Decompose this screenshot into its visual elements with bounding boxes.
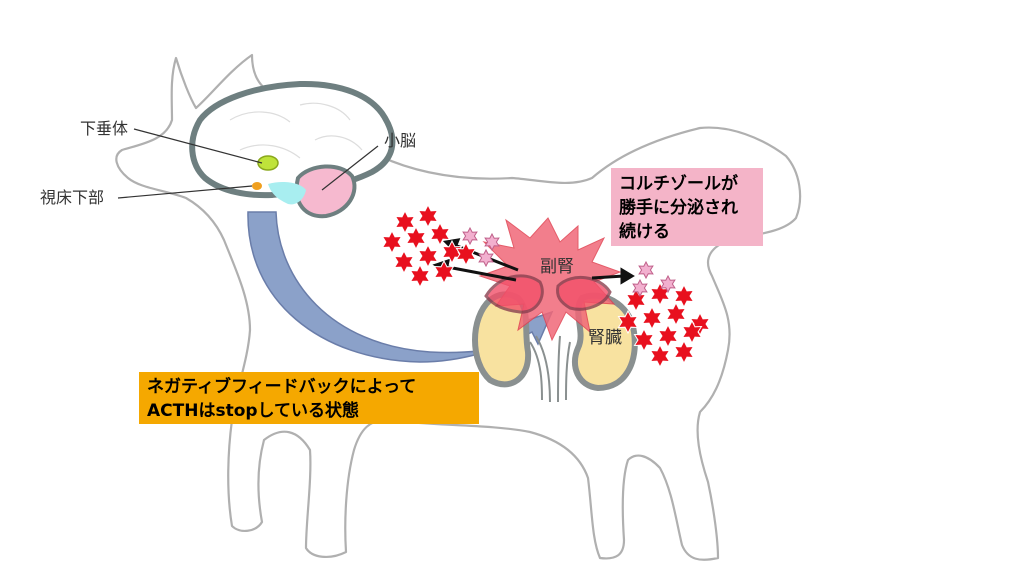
cortisol-star-cluster-right xyxy=(617,281,711,369)
star-icon xyxy=(641,305,663,331)
label-pituitary: 下垂体 xyxy=(80,119,129,138)
star-icon xyxy=(409,263,431,289)
star-icon xyxy=(455,241,477,267)
label-hypothalamus: 視床下部 xyxy=(40,188,105,207)
star-icon xyxy=(632,278,648,298)
star-icon xyxy=(433,259,455,285)
star-icon xyxy=(660,274,676,294)
vessel-lines xyxy=(529,335,571,403)
cerebellum-shape xyxy=(294,164,357,219)
adrenal-gland-right xyxy=(556,275,612,311)
star-icon xyxy=(633,327,655,353)
star-icon xyxy=(478,248,494,268)
star-icon xyxy=(657,323,679,349)
pituitary-leader-line xyxy=(133,128,263,164)
hypothalamus-leader-line xyxy=(117,185,253,199)
small-star-cluster xyxy=(462,226,676,298)
star-icon xyxy=(673,283,695,309)
label-cerebellum: 小脳 xyxy=(384,131,417,150)
cerebellum-leader-line xyxy=(321,145,379,191)
star-icon xyxy=(665,301,687,327)
pituitary-shape xyxy=(257,155,279,171)
star-icon xyxy=(429,221,451,247)
star-icon xyxy=(417,203,439,229)
cortisol-callout-line-2: 勝手に分泌され xyxy=(619,198,738,218)
label-adrenal: 副腎 xyxy=(540,257,574,277)
star-icon xyxy=(441,239,463,265)
cortisol-callout-line-1: コルチゾールが xyxy=(619,174,738,194)
hypothalamus-shape xyxy=(252,182,262,190)
star-icon xyxy=(649,343,671,369)
star-icon xyxy=(617,309,639,335)
star-icon xyxy=(462,226,478,246)
brain-fold xyxy=(229,102,363,159)
star-icon xyxy=(673,339,695,365)
star-icon xyxy=(681,319,703,345)
label-kidney: 腎臓 xyxy=(588,328,622,348)
star-icon xyxy=(638,260,654,280)
feedback-callout-line-2: ACTHはstopしている状態 xyxy=(147,401,360,421)
cortisol-callout: コルチゾールが 勝手に分泌され 続ける xyxy=(611,168,763,246)
star-icon xyxy=(393,249,415,275)
star-icon xyxy=(394,209,416,235)
cortisol-star-cluster-left xyxy=(381,203,477,289)
star-icon xyxy=(484,232,500,252)
star-icon xyxy=(417,243,439,269)
star-icon xyxy=(625,287,647,313)
brainstem-shape xyxy=(268,182,306,205)
feedback-callout: ネガティブフィードバックによって ACTHはstopしている状態 xyxy=(139,372,479,424)
brain-outline xyxy=(189,80,396,199)
cortisol-callout-line-3: 続ける xyxy=(619,222,670,242)
star-icon xyxy=(405,225,427,251)
feedback-callout-line-1: ネガティブフィードバックによって xyxy=(147,377,417,397)
star-icon xyxy=(381,229,403,255)
